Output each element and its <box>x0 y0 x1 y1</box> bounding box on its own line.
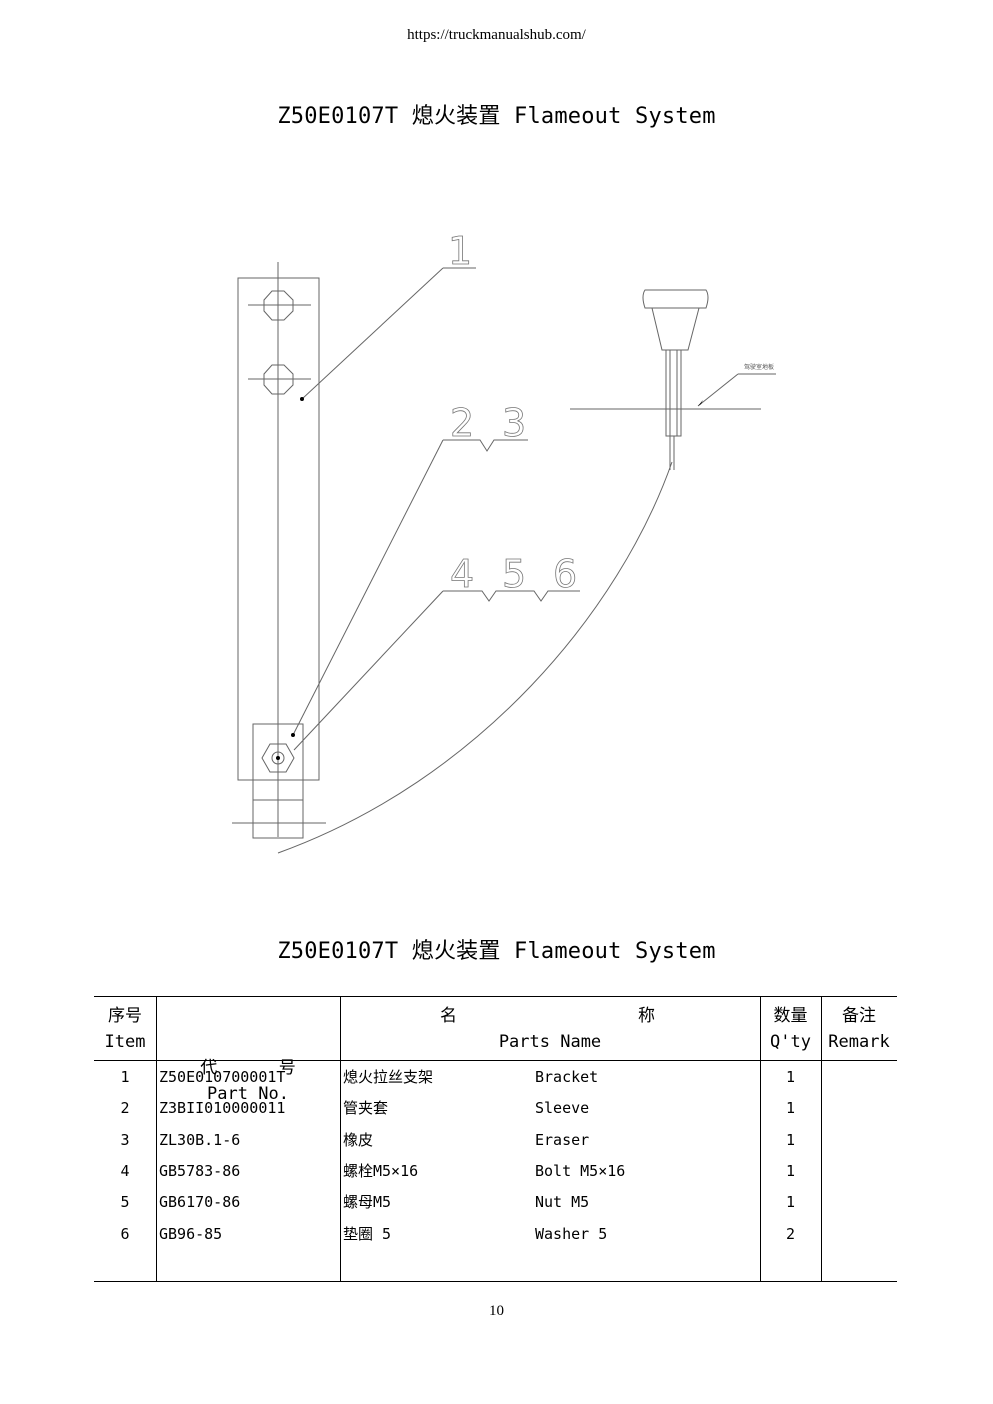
callout-2: 2 <box>450 401 474 445</box>
name-cn-cell: 熄火拉丝支架 <box>343 1068 434 1086</box>
callout-5: 5 <box>502 552 526 596</box>
name-cn-cell: 垫圈 5 <box>343 1224 392 1243</box>
part-no-cell: ZL30B.1-6 <box>159 1130 241 1149</box>
flameout-cable <box>277 461 673 854</box>
item-cell: 4 <box>120 1161 130 1180</box>
name-cn-cell: 螺母M5 <box>343 1193 392 1212</box>
callout-4: 4 <box>450 552 474 596</box>
table-row: 4 GB5783-86 螺栓M5×16 Bolt M5×16 1 <box>94 1156 897 1187</box>
page-title: Z50E0107T 熄火装置 Flameout System <box>277 104 716 129</box>
part-no-cell: GB6170-86 <box>159 1193 241 1212</box>
qty-cell: 1 <box>785 1130 796 1149</box>
header-parts-name: 名 称 Parts Name <box>440 1006 655 1052</box>
item-cell: 6 <box>120 1224 130 1243</box>
page-number: 10 <box>489 1303 504 1319</box>
callout-6: 6 <box>553 552 577 596</box>
name-en-cell: Bracket <box>535 1068 599 1086</box>
clamp-block <box>252 723 304 839</box>
nut-hex <box>261 743 295 773</box>
qty-cell: 2 <box>785 1224 796 1243</box>
item-cell: 5 <box>120 1193 130 1212</box>
callout-3: 3 <box>502 401 526 445</box>
name-cn-cell: 螺栓M5×16 <box>343 1161 419 1180</box>
panel-label: 驾驶室地板 <box>744 363 774 371</box>
part-no-cell: GB5783-86 <box>159 1161 241 1180</box>
qty-cell: 1 <box>785 1193 796 1212</box>
knob-handle <box>642 289 709 309</box>
source-url[interactable]: https://truckmanualshub.com/ <box>407 27 586 43</box>
name-en-cell: Bolt M5×16 <box>535 1161 626 1180</box>
name-en-cell: Nut M5 <box>535 1193 590 1212</box>
table-row: 2 Z3BII010000011 管夹套 Sleeve 1 <box>94 1093 897 1124</box>
bolt-hole-upper <box>263 290 294 321</box>
part-no-cell: GB96-85 <box>159 1224 223 1243</box>
item-cell: 2 <box>120 1099 130 1118</box>
item-cell: 1 <box>120 1068 130 1086</box>
callout-1: 1 <box>448 229 472 273</box>
name-en-cell: Sleeve <box>535 1099 590 1118</box>
name-en-cell: Eraser <box>535 1130 590 1149</box>
item-cell: 3 <box>120 1130 130 1149</box>
table-title: Z50E0107T 熄火装置 Flameout System <box>277 939 716 964</box>
part-no-cell: Z3BII010000011 <box>159 1099 286 1118</box>
qty-cell: 1 <box>785 1068 796 1086</box>
table-row: 1 Z50E010700001T 熄火拉丝支架 Bracket 1 <box>94 1062 897 1093</box>
table-row: 3 ZL30B.1-6 橡皮 Eraser 1 <box>94 1125 897 1156</box>
qty-cell: 1 <box>785 1161 796 1180</box>
table-row: 6 GB96-85 垫圈 5 Washer 5 2 <box>94 1219 897 1250</box>
name-cn-cell: 橡皮 <box>343 1130 374 1149</box>
name-en-cell: Washer 5 <box>535 1224 608 1243</box>
part-no-cell: Z50E010700001T <box>159 1068 286 1086</box>
knob-sleeve <box>651 307 700 351</box>
qty-cell: 1 <box>785 1099 796 1118</box>
table-row: 5 GB6170-86 螺母M5 Nut M5 1 <box>94 1187 897 1218</box>
name-cn-cell: 管夹套 <box>343 1099 389 1118</box>
bolt-hole-lower <box>263 364 294 395</box>
